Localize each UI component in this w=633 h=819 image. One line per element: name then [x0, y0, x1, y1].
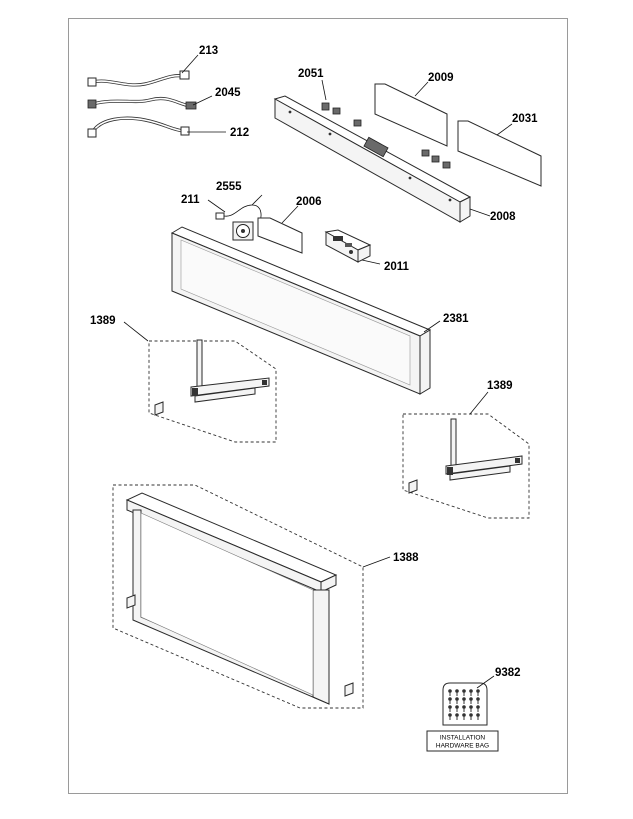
callout-2006: 2006	[296, 196, 322, 208]
leader-2381	[423, 320, 441, 333]
screw-head-icon	[476, 697, 480, 701]
slide-rail-assembly-1389-right	[402, 413, 530, 519]
leader-213	[181, 54, 199, 74]
callout-2009: 2009	[428, 72, 454, 84]
leader-2045	[192, 95, 213, 106]
screw-head-icon	[462, 713, 466, 717]
screw-icons	[448, 689, 480, 720]
screw-head-icon	[476, 689, 480, 693]
diagram-frame	[68, 18, 568, 794]
callout-2051: 2051	[298, 68, 324, 80]
callout-212: 212	[230, 127, 249, 139]
callout-2031: 2031	[512, 113, 538, 125]
leader-1389-right	[469, 391, 489, 415]
screw-head-icon	[448, 697, 452, 701]
leader-2031	[496, 123, 513, 136]
screw-head-icon	[469, 705, 473, 709]
drawer-assembly-1388	[112, 484, 364, 709]
leader-1389-left	[123, 321, 149, 342]
leader-2555	[251, 194, 263, 206]
screw-head-icon	[469, 697, 473, 701]
trim-panel-2031	[457, 120, 542, 187]
trim-panel-2009	[374, 83, 448, 147]
screw-head-icon	[448, 689, 452, 693]
front-panel-2381	[170, 226, 432, 395]
callout-1388: 1388	[393, 552, 419, 564]
screw-head-icon	[462, 705, 466, 709]
screw-head-icon	[455, 689, 459, 693]
leader-2006	[281, 205, 299, 224]
screw-head-icon	[448, 705, 452, 709]
screw-head-icon	[462, 697, 466, 701]
hardware-bag-label-line1: INSTALLATION	[440, 735, 486, 742]
screw-head-icon	[448, 713, 452, 717]
callout-213: 213	[199, 45, 218, 57]
control-panel-2008	[273, 95, 472, 223]
screw-head-icon	[469, 689, 473, 693]
slide-rail-assembly-1389-left	[148, 339, 277, 443]
wire-harness-2045	[87, 96, 197, 110]
callout-1389-right: 1389	[487, 380, 513, 392]
screw-head-icon	[462, 689, 466, 693]
leader-211	[207, 199, 226, 213]
leader-2051	[321, 79, 327, 101]
callout-2008: 2008	[490, 211, 516, 223]
control-board-2011	[324, 229, 372, 263]
hardware-bag-label-line2: HARDWARE BAG	[436, 743, 489, 750]
callout-2555: 2555	[216, 181, 242, 193]
screw-head-icon	[455, 705, 459, 709]
leader-2008	[469, 208, 491, 217]
wire-harness-213	[87, 70, 190, 87]
installation-hardware-bag-9382: INSTALLATION HARDWARE BAG	[426, 682, 499, 752]
screw-head-icon	[469, 713, 473, 717]
screw-head-icon	[476, 713, 480, 717]
leader-2011	[361, 259, 381, 265]
screw-head-icon	[476, 705, 480, 709]
leader-2009	[414, 81, 429, 97]
callout-1389-left: 1389	[90, 315, 116, 327]
wire-harness-212	[87, 116, 190, 138]
control-switches-2051	[321, 102, 451, 169]
callout-2011: 2011	[384, 261, 410, 273]
callout-2381: 2381	[443, 313, 469, 325]
insulation-plate-2006	[257, 217, 303, 254]
leader-9382	[476, 675, 495, 689]
callout-2045: 2045	[215, 87, 241, 99]
screw-head-icon	[455, 713, 459, 717]
callout-9382: 9382	[495, 667, 521, 679]
leader-1388	[362, 556, 391, 568]
callout-211: 211	[181, 194, 200, 206]
screw-head-icon	[455, 697, 459, 701]
